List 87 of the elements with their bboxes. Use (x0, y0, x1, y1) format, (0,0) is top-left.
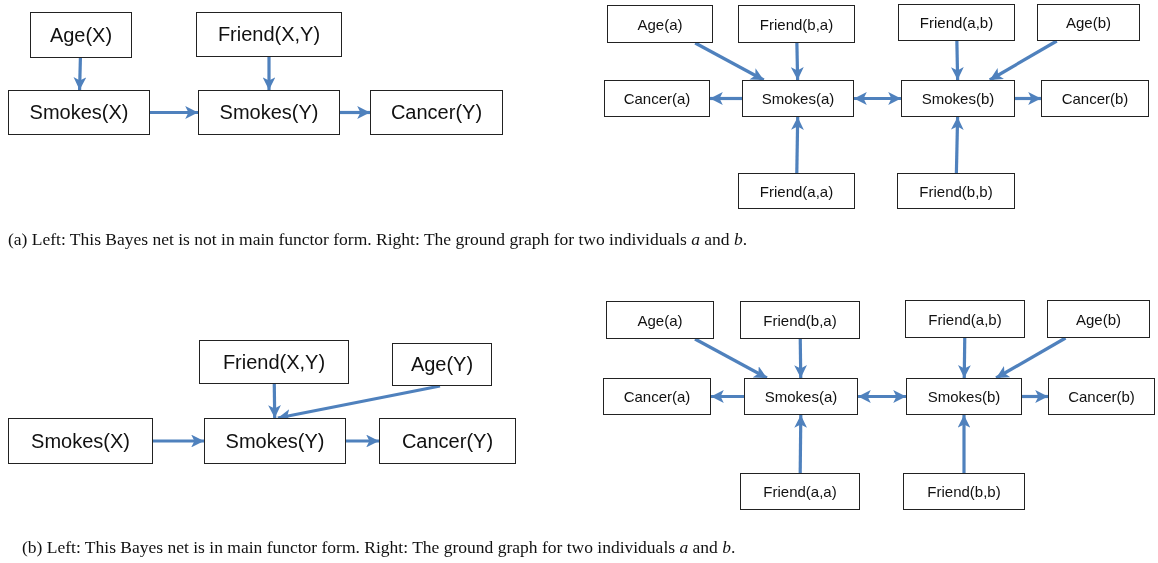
node-label: Cancer(Y) (390, 101, 483, 124)
node-label: Smokes(b) (921, 90, 995, 107)
node-label: Friend(X,Y) (217, 23, 321, 46)
node-label: Friend(a,a) (759, 182, 834, 200)
arrow (346, 434, 379, 448)
node-label: Age(a) (637, 311, 683, 329)
node-box (906, 378, 1022, 415)
node-label: Smokes(a) (761, 90, 835, 107)
node-box (196, 12, 342, 57)
node-label: Cancer(a) (623, 90, 691, 107)
node-label: Friend(b,a) (763, 311, 837, 329)
node-box (607, 5, 713, 43)
node-box (903, 473, 1025, 510)
arrow (790, 42, 804, 81)
node-box (379, 418, 516, 464)
node-label: Friend(b,a) (759, 15, 834, 33)
node-box (897, 173, 1015, 209)
node-label: Age(Y) (410, 353, 474, 376)
node-box (8, 90, 150, 135)
arrow (694, 337, 768, 380)
arrow (73, 57, 87, 91)
arrow (958, 338, 971, 379)
arrow (710, 92, 742, 105)
arrow (262, 57, 276, 90)
node-box (204, 418, 346, 464)
node-box (199, 340, 349, 384)
node-label: Cancer(b) (1068, 388, 1135, 405)
arrow (153, 434, 204, 448)
node-box (744, 378, 858, 415)
arrow (794, 414, 808, 474)
node-box (1037, 4, 1140, 41)
node-label: Cancer(b) (1061, 90, 1129, 107)
arrow (711, 390, 744, 403)
node-label: Smokes(Y) (219, 101, 319, 124)
node-box (738, 5, 855, 43)
arrow (858, 390, 906, 403)
node-box (604, 80, 710, 117)
node-label: Smokes(a) (764, 388, 838, 405)
node-box (742, 80, 854, 117)
node-label: Age(b) (1066, 14, 1111, 31)
node-label: Smokes(X) (31, 429, 130, 453)
arrow (988, 39, 1058, 82)
arrow (854, 92, 901, 105)
figure-caption: (a) Left: This Bayes net is not in main functor form. Right: The ground graph for two individuals a and b. (8, 229, 748, 250)
arrow (950, 116, 964, 174)
arrow (150, 106, 198, 119)
arrow (268, 384, 281, 419)
node-label: Smokes(Y) (225, 429, 325, 453)
node-box (198, 90, 340, 135)
node-label: Cancer(a) (623, 388, 691, 405)
node-label: Friend(b,b) (919, 182, 993, 200)
arrow (1015, 92, 1041, 105)
node-label: Age(X) (49, 23, 113, 47)
arrow (995, 336, 1067, 380)
node-label: Friend(b,b) (927, 483, 1001, 500)
node-box (905, 300, 1025, 338)
node-box (1041, 80, 1149, 117)
node-box (738, 173, 855, 209)
arrow (951, 40, 964, 81)
node-label: Age(b) (1076, 310, 1121, 328)
node-box (392, 343, 492, 386)
node-label: Friend(X,Y) (222, 350, 326, 374)
node-label: Friend(a,b) (928, 310, 1002, 328)
node-box (1048, 378, 1155, 415)
arrow (1022, 390, 1048, 403)
arrow (957, 415, 971, 473)
node-box (606, 301, 714, 339)
node-box (1047, 300, 1150, 338)
node-label: Friend(a,b) (919, 14, 994, 31)
figure-caption: (b) Left: This Bayes net is in main functor form. Right: The ground graph for two individuals a and b. (22, 537, 736, 558)
arrow (694, 41, 765, 82)
node-box (370, 90, 503, 135)
node-box (30, 12, 132, 58)
node-label: Friend(a,a) (763, 483, 837, 500)
node-box (898, 4, 1015, 41)
node-label: Smokes(b) (927, 388, 1001, 405)
node-label: Age(a) (637, 15, 683, 33)
node-label: Smokes(X) (29, 101, 129, 124)
arrow (794, 339, 807, 379)
node-label: Cancer(Y) (401, 429, 494, 453)
arrow (791, 116, 804, 174)
node-box (740, 301, 860, 339)
node-box (740, 473, 860, 510)
node-box (901, 80, 1015, 117)
arrow (340, 106, 370, 119)
node-box (603, 378, 711, 415)
node-box (8, 418, 153, 464)
